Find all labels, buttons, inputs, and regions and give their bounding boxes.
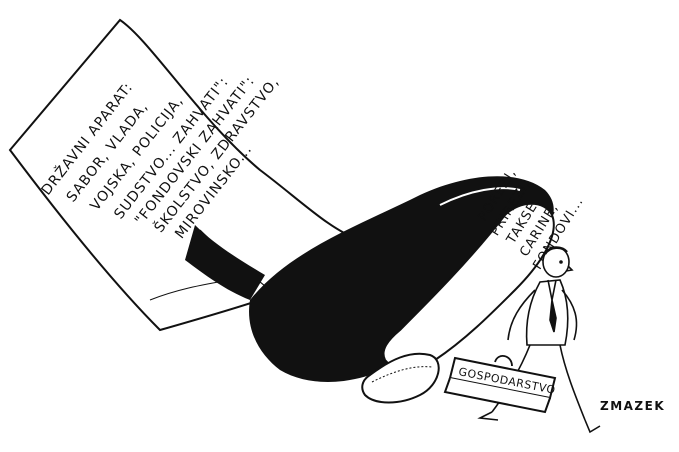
artist-signature: ZMAZEK — [600, 399, 665, 413]
briefcase — [443, 355, 557, 414]
sock — [185, 225, 265, 300]
shoe — [249, 176, 555, 404]
businessman — [477, 246, 601, 434]
